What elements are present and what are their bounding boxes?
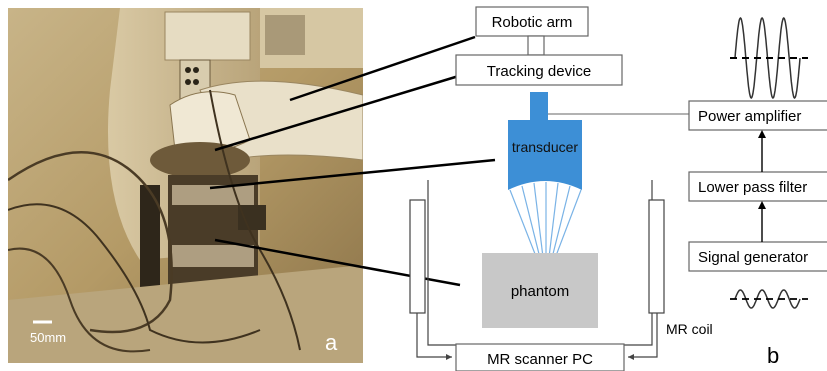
photo-panel: 50mm a xyxy=(8,8,363,363)
panel-label-a: a xyxy=(325,330,338,355)
coil-wires xyxy=(416,313,658,358)
transducer-label: transducer xyxy=(512,139,578,155)
tracking-device-box xyxy=(455,54,623,86)
leader-robotic-arm xyxy=(289,35,476,102)
signal-generator-box xyxy=(688,241,827,272)
lower-pass-filter-box xyxy=(688,171,827,202)
mr-coil-right xyxy=(648,199,665,314)
power-amplifier-box xyxy=(688,100,827,131)
phantom-label: phantom xyxy=(511,283,569,300)
lower-pass-filter-label: Lower pass filter xyxy=(698,179,807,196)
transducer-body xyxy=(508,120,582,190)
tracking-device-label: Tracking device xyxy=(487,63,592,80)
robotic-arm-label: Robotic arm xyxy=(492,14,573,31)
table-photo xyxy=(8,265,363,363)
diagram-panel: Robotic arm Tracking device transducer p… xyxy=(409,6,827,371)
transducer-cable xyxy=(548,113,701,116)
phantom-box xyxy=(482,253,598,328)
panel-label-b: b xyxy=(767,343,779,368)
leader-tracking-device xyxy=(214,73,463,152)
arrow-head-filter xyxy=(758,201,766,209)
support-left-photo xyxy=(140,185,160,310)
mri-control-panel xyxy=(164,11,251,61)
arm-connector xyxy=(527,35,545,56)
arrow-head-amplifier xyxy=(758,130,766,138)
robotic-arm-box xyxy=(475,6,589,37)
transducer-stem xyxy=(530,92,548,120)
signal-generator-label: Signal generator xyxy=(698,249,808,266)
mr-scanner-pc-box xyxy=(455,343,625,371)
power-amplifier-label: Power amplifier xyxy=(698,108,801,125)
scale-label: 50mm xyxy=(30,330,66,345)
mr-coil-left xyxy=(409,199,426,314)
mr-coil-label: MR coil xyxy=(666,321,713,337)
transducer-photo xyxy=(150,142,250,178)
mr-scanner-pc-label: MR scanner PC xyxy=(487,351,593,368)
connector-box-photo xyxy=(238,205,266,230)
leader-transducer xyxy=(209,158,496,190)
